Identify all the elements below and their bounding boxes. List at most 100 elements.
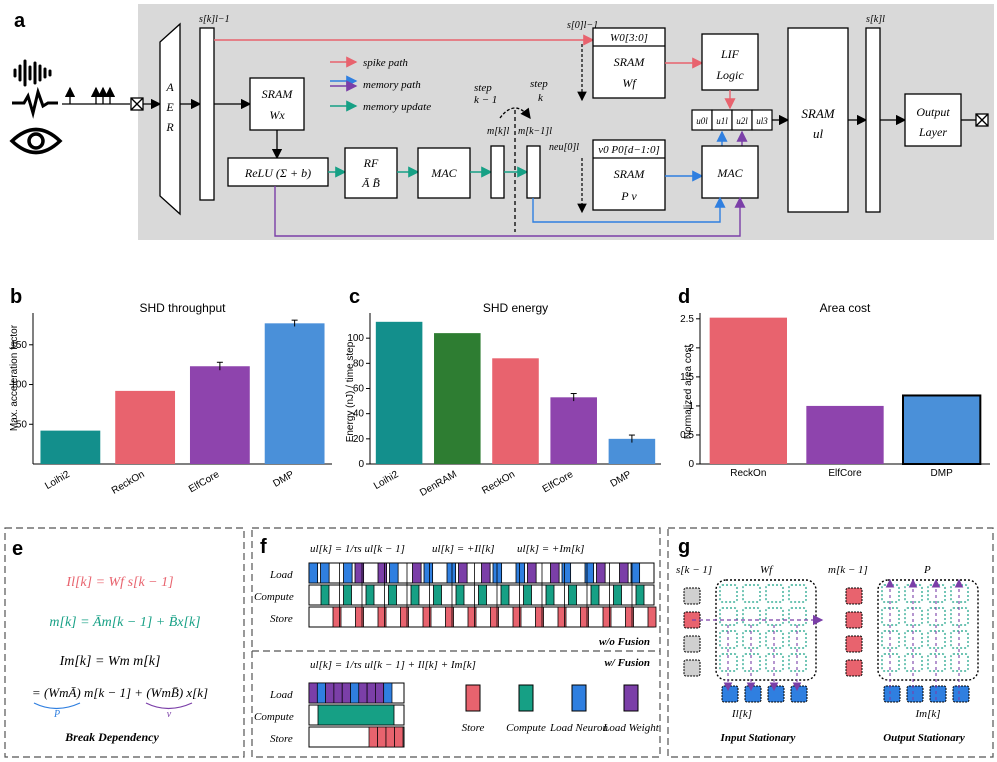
- y-tick-label: 100: [10, 380, 27, 391]
- pe-cell: [927, 653, 946, 672]
- x-tick-label: ElfCore: [541, 469, 576, 495]
- panel-g-label: g: [678, 536, 690, 558]
- panel-f-legend: Store Compute Load Neuron Load Weight: [462, 684, 660, 734]
- y-tick-label: 0: [688, 459, 694, 470]
- pe-cell: [742, 630, 761, 649]
- load-cell: [458, 562, 468, 584]
- pe-cell: [950, 653, 969, 672]
- eq-expanded: = (WmĀ) m[k − 1] + (WmB̄) x[k]: [32, 685, 208, 700]
- svg-text:SRAM: SRAM: [262, 87, 294, 101]
- svg-text:neu[0]l: neu[0]l: [549, 142, 579, 153]
- svg-text:SRAM: SRAM: [614, 167, 646, 181]
- pe-cell: [904, 607, 923, 626]
- audio-wave-icon: [13, 59, 52, 87]
- svg-text:MAC: MAC: [716, 166, 743, 180]
- m-input-cell: [845, 611, 863, 629]
- bar-denram: [434, 333, 481, 464]
- pe-frame: [715, 579, 817, 681]
- compute-cell: [455, 584, 465, 606]
- store-cell: [625, 606, 634, 628]
- output-stationary-caption: Output Stationary: [883, 732, 965, 744]
- svg-text:LIF: LIF: [720, 47, 740, 61]
- load-cell: [423, 562, 434, 584]
- x-tick-label: Loihi2: [43, 469, 72, 492]
- svg-text:m[k−1]l: m[k−1]l: [518, 126, 552, 137]
- x-tick-label: DMP: [609, 469, 634, 490]
- sram-pv: [592, 139, 666, 211]
- store-cell: [512, 606, 522, 628]
- sram-u: [787, 27, 849, 213]
- row-store-fused: Store: [270, 733, 293, 745]
- bar-loihi2: [40, 430, 101, 464]
- eq-il: Il[k] = Wf s[k − 1]: [65, 575, 173, 590]
- bar-dmp: [264, 323, 325, 464]
- pe-cell: [719, 607, 738, 626]
- compute-cell: [590, 584, 600, 606]
- svg-text:SRAM: SRAM: [801, 106, 835, 121]
- panel-f: f ul[k] = 1/τs ul[k − 1] ul[k] = +Il[k] …: [251, 527, 661, 758]
- svg-text:Load Neuron: Load Neuron: [549, 722, 608, 734]
- y-tick-label: 60: [353, 384, 365, 395]
- im-output-cell: [906, 685, 924, 703]
- eq-decay: ul[k] = 1/τs ul[k − 1]: [310, 543, 405, 555]
- chart-title: Area cost: [820, 301, 871, 315]
- relu-block: [227, 157, 329, 187]
- spike-train: [62, 86, 130, 105]
- pe-cell: [788, 653, 807, 672]
- il-output-cell: [744, 685, 762, 703]
- load-cell: [343, 562, 353, 584]
- m-register-k1: [526, 145, 541, 199]
- pe-arrays: [683, 578, 979, 703]
- y-tick-label: 80: [353, 358, 365, 369]
- m-k1-label: m[k − 1]: [828, 564, 868, 576]
- y-tick-label: 1: [688, 401, 694, 412]
- u-register-cells: u0l u1l u2l ul3: [691, 109, 773, 131]
- panel-a-label: a: [14, 10, 26, 32]
- bar-loihi2: [375, 321, 423, 464]
- svg-text:s[0]l−1: s[0]l−1: [567, 20, 598, 31]
- fused-compute-bar: [317, 704, 395, 726]
- rf-block: [344, 147, 398, 199]
- s-input-cell: [683, 587, 701, 605]
- bar-reckon: [492, 358, 539, 464]
- sram-wx: [249, 77, 305, 131]
- store-cell: [422, 606, 432, 628]
- s-input-cell: [683, 659, 701, 677]
- pe-cell: [742, 653, 761, 672]
- eye-icon: [9, 127, 63, 155]
- store-cell: [445, 606, 454, 628]
- x-tick-label: Loihi2: [372, 469, 401, 492]
- compute-cell: [343, 584, 352, 606]
- compute-cell: [433, 584, 442, 606]
- compute-cell: [613, 584, 622, 606]
- fused-load-cell: [383, 682, 393, 704]
- compute-cell: [545, 584, 555, 606]
- im-output-cell: [883, 685, 901, 703]
- fused-load-cell: [341, 682, 351, 704]
- store-cell: [400, 606, 409, 628]
- x-tick-label: ReckOn: [480, 469, 517, 497]
- bar-dmp: [608, 438, 656, 464]
- pe-cell: [927, 630, 946, 649]
- svg-text:Logic: Logic: [715, 68, 744, 82]
- store-cell: [557, 606, 567, 628]
- load-cell: [515, 562, 526, 584]
- input-stationary-caption: Input Stationary: [720, 732, 796, 744]
- panel-c-label: c: [349, 286, 360, 308]
- pe-cell: [881, 653, 900, 672]
- y-tick-label: 20: [353, 434, 365, 445]
- store-cell: [377, 606, 387, 628]
- compute-cell: [320, 584, 330, 606]
- panel-d-label: d: [678, 286, 690, 308]
- fused-load-cell: [308, 682, 318, 704]
- load-cell: [561, 562, 572, 584]
- load-cell: [550, 562, 560, 584]
- x-tick-label: DenRAM: [418, 469, 459, 499]
- output-port-icon: [975, 113, 989, 127]
- svg-text:k − 1: k − 1: [474, 94, 497, 106]
- pe-cell: [881, 607, 900, 626]
- compute-cell: [478, 584, 487, 606]
- fused-store-cell: [385, 726, 395, 748]
- chart-title: SHD energy: [483, 301, 548, 315]
